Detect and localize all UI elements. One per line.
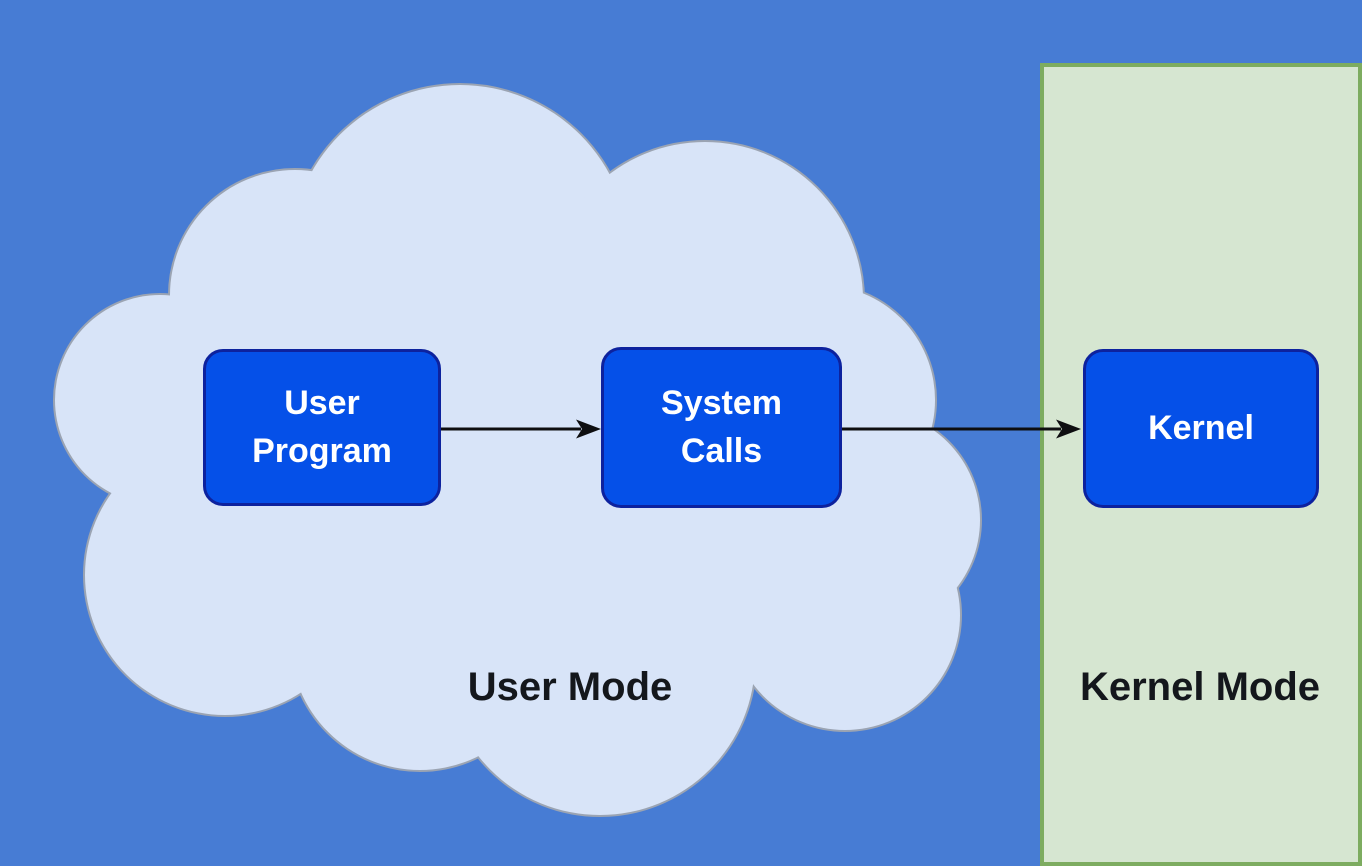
kernel-mode-label: Kernel Mode [1079,665,1321,709]
arrow-user-program-to-system-calls [441,419,601,439]
node-system-calls: System Calls [601,347,842,508]
user-mode-label: User Mode [467,665,673,709]
node-kernel-label: Kernel [1148,408,1254,447]
node-user-program: User Program [203,349,441,506]
node-user-program-label: User Program [252,383,392,470]
node-kernel: Kernel [1083,349,1319,508]
node-system-calls-label: System Calls [661,383,782,470]
